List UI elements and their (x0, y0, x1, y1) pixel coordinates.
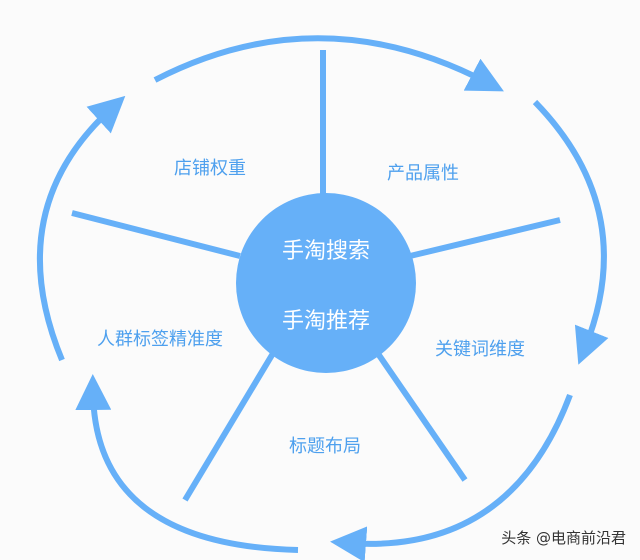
center-label-recommend: 手淘推荐 (281, 309, 370, 334)
spoke-right (409, 217, 561, 259)
cycle-arrow-bottom-left (75, 374, 299, 553)
factor-label-keyword-dimension: 关键词维度 (435, 339, 525, 360)
spoke-left (71, 210, 241, 259)
factor-label-shop-weight: 店铺权重 (174, 158, 246, 179)
spoke-lower-left (182, 343, 281, 502)
cycle-arrow-right (532, 99, 609, 365)
spoke-lower-right (369, 343, 468, 482)
factor-label-title-layout: 标题布局 (289, 436, 361, 457)
cycle-arrow-top (153, 35, 504, 92)
cycle-arrow-left (37, 95, 126, 362)
watermark: 头条 @电商前沿君 (501, 529, 626, 547)
factor-label-crowd-tag-precision: 人群标签精准度 (97, 329, 223, 350)
cycle-arrow-bottom-right (330, 393, 573, 560)
factor-label-product-attributes: 产品属性 (387, 163, 459, 184)
center-label-search: 手淘搜索 (281, 239, 370, 264)
center-circle: 手淘搜索 手淘推荐 (236, 193, 416, 373)
